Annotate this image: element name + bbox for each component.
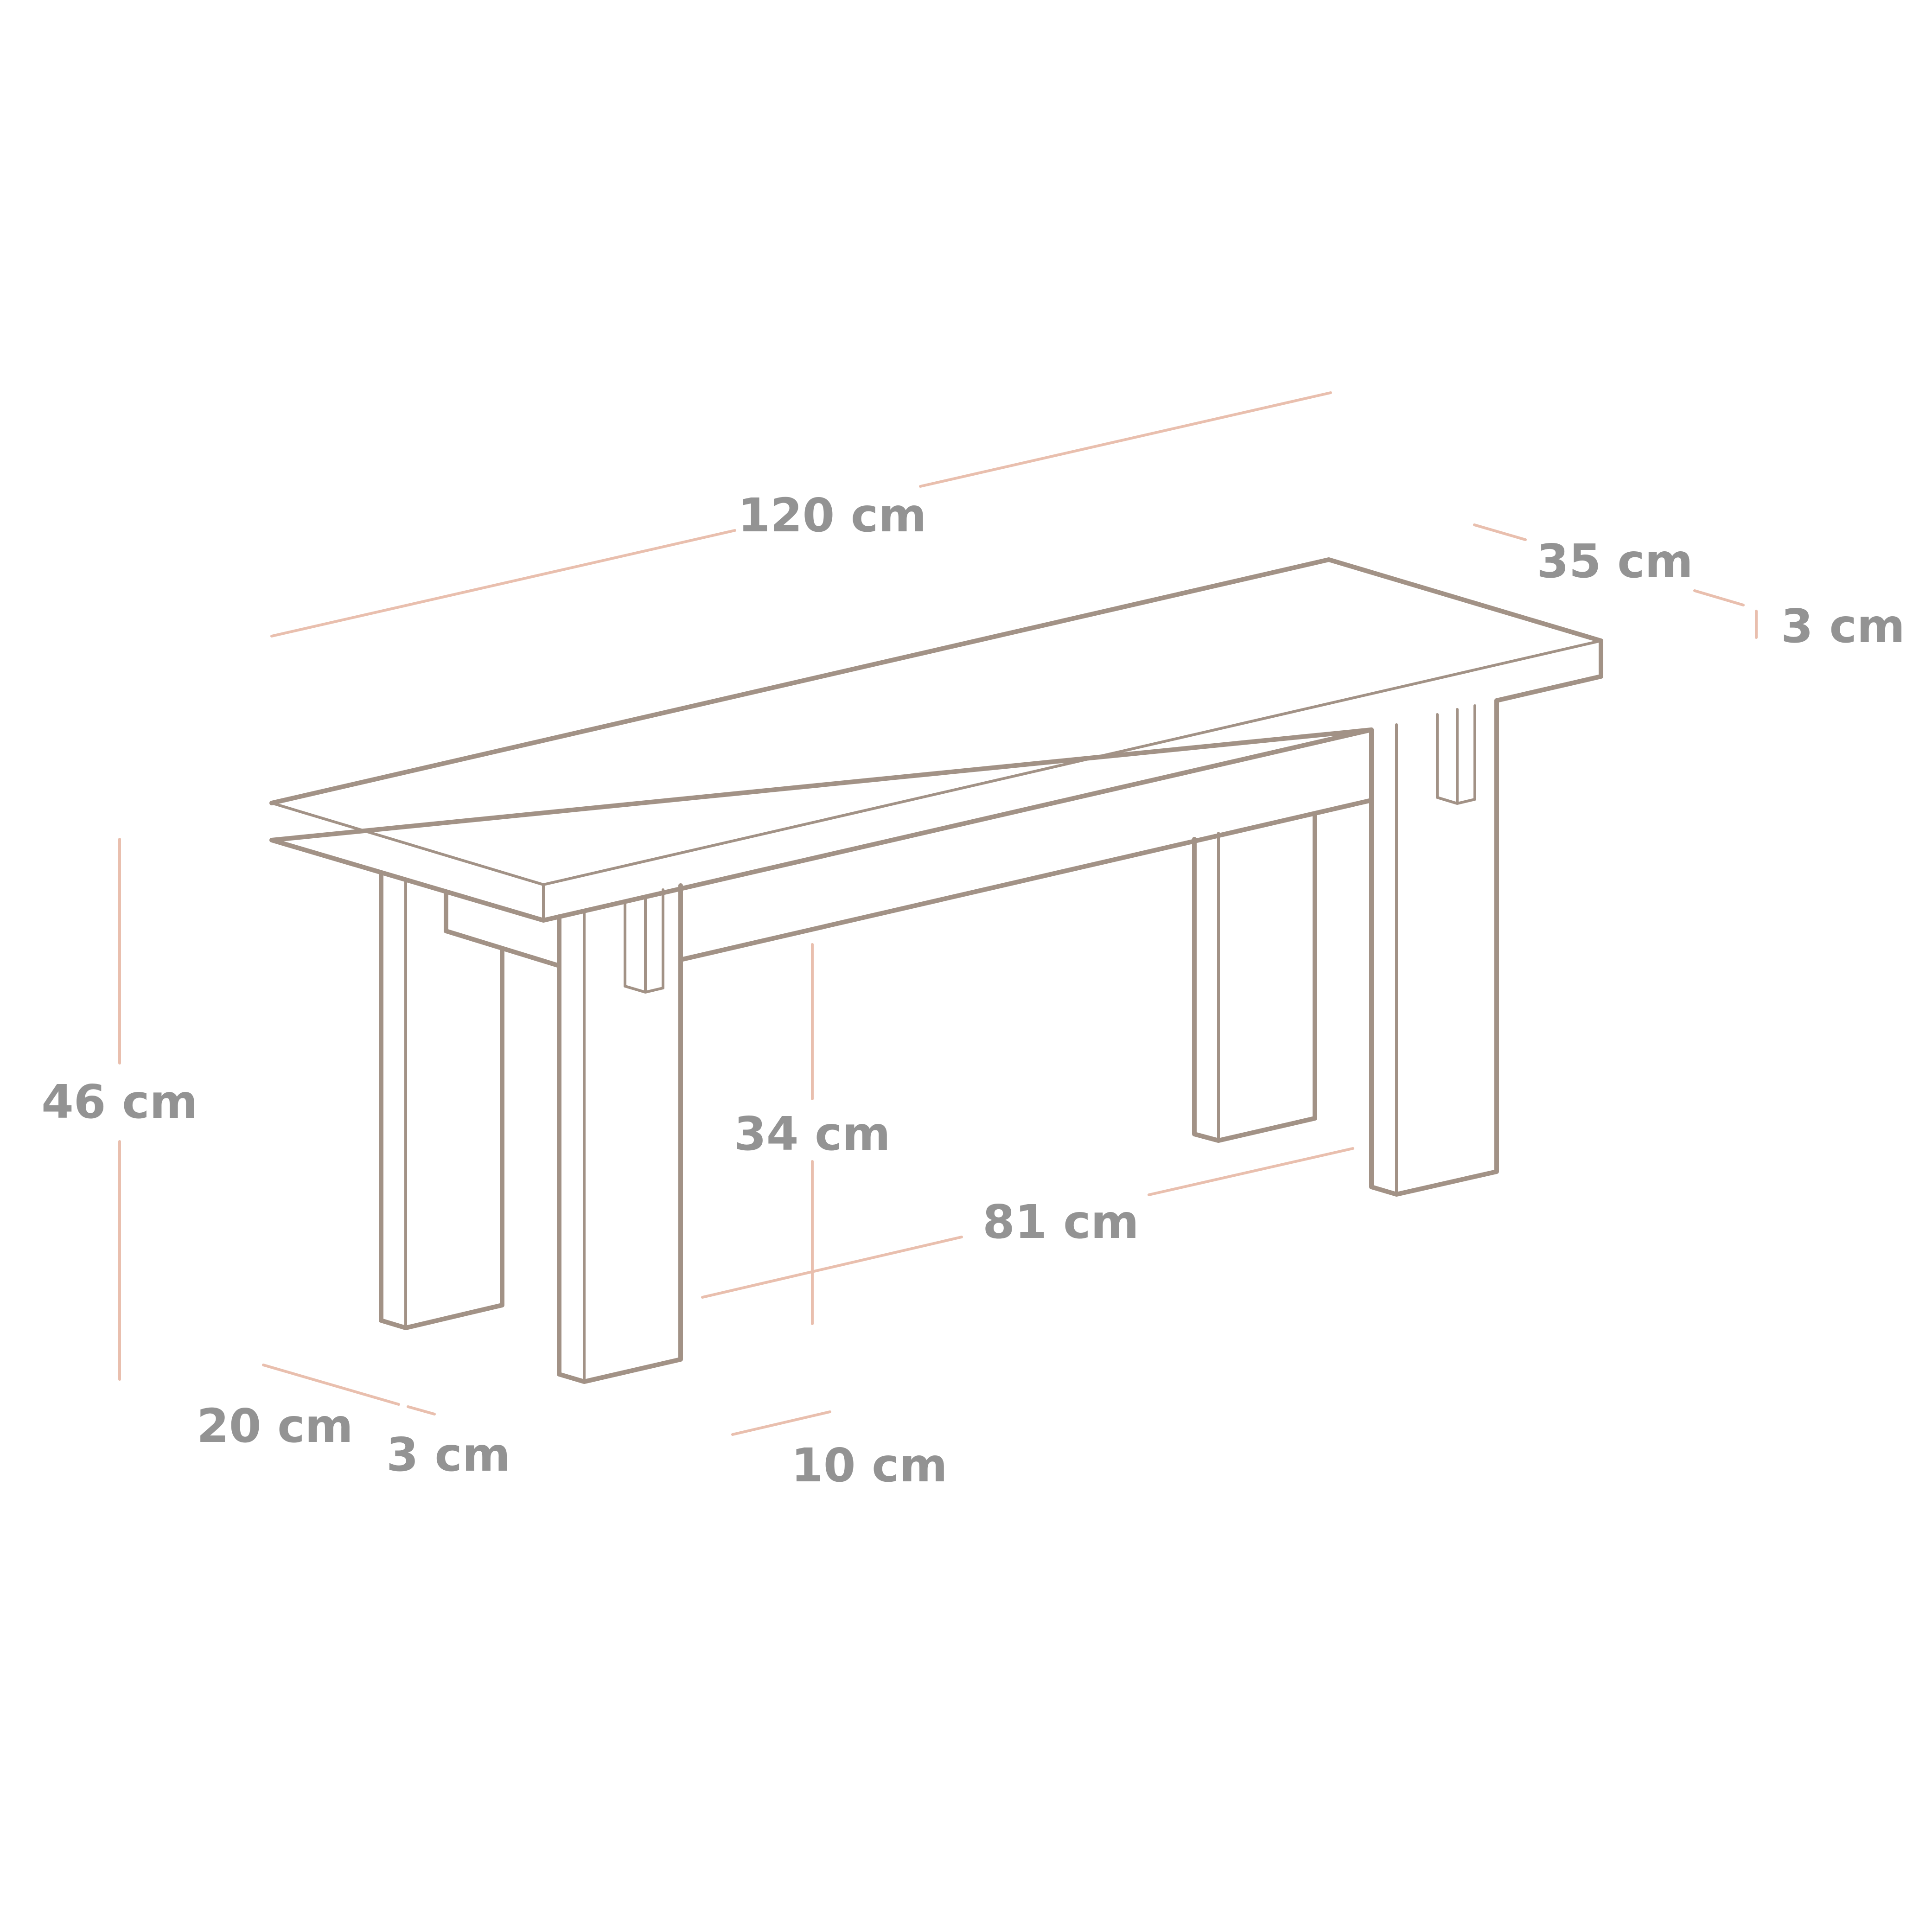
dim-line-depth-left (1473, 523, 1527, 541)
left-side-rail (444, 889, 561, 968)
leg-back-right (1192, 813, 1317, 1143)
leg-back-right-outline (1192, 813, 1317, 1143)
dim-line-length-left (270, 529, 736, 638)
seat-outline (269, 557, 1603, 923)
dim-line-leg-thickness (407, 1405, 436, 1416)
leg-front-left (557, 883, 683, 1384)
label-leg-thickness: 3 cm (386, 1428, 510, 1482)
leg-front-right-notch (1436, 704, 1476, 805)
label-clearance-height: 34 cm (734, 1107, 890, 1161)
dim-line-depth-right (1693, 589, 1745, 606)
label-depth: 35 cm (1537, 534, 1693, 588)
label-height: 46 cm (41, 1075, 198, 1129)
bench-drawing (269, 557, 1603, 1384)
dimension-labels: 120 cm 35 cm 3 cm 46 cm 34 cm 81 cm 20 c… (41, 488, 1905, 1492)
dimension-lines (118, 391, 1758, 1436)
label-leg-spacing: 81 cm (982, 1195, 1139, 1249)
dim-line-leg-depth (731, 1410, 831, 1436)
leg-front-left-notch (624, 888, 664, 994)
label-length: 120 cm (738, 488, 926, 542)
bench-seat (269, 557, 1603, 923)
dim-line-spacing-left (701, 1236, 963, 1299)
front-long-rail (678, 798, 1374, 962)
label-leg-width: 20 cm (197, 1399, 353, 1453)
label-top-thickness: 3 cm (1781, 599, 1905, 653)
leg-back-left (379, 872, 504, 1330)
seat-top-front-edge (270, 639, 1602, 886)
label-leg-depth: 10 cm (791, 1438, 947, 1492)
leg-front-right (1369, 698, 1499, 1197)
dim-line-length-right (919, 391, 1332, 488)
dim-line-spacing-right (1148, 1147, 1354, 1196)
leg-front-right-outline (1369, 698, 1499, 1197)
dim-line-leg-width (262, 1364, 400, 1406)
